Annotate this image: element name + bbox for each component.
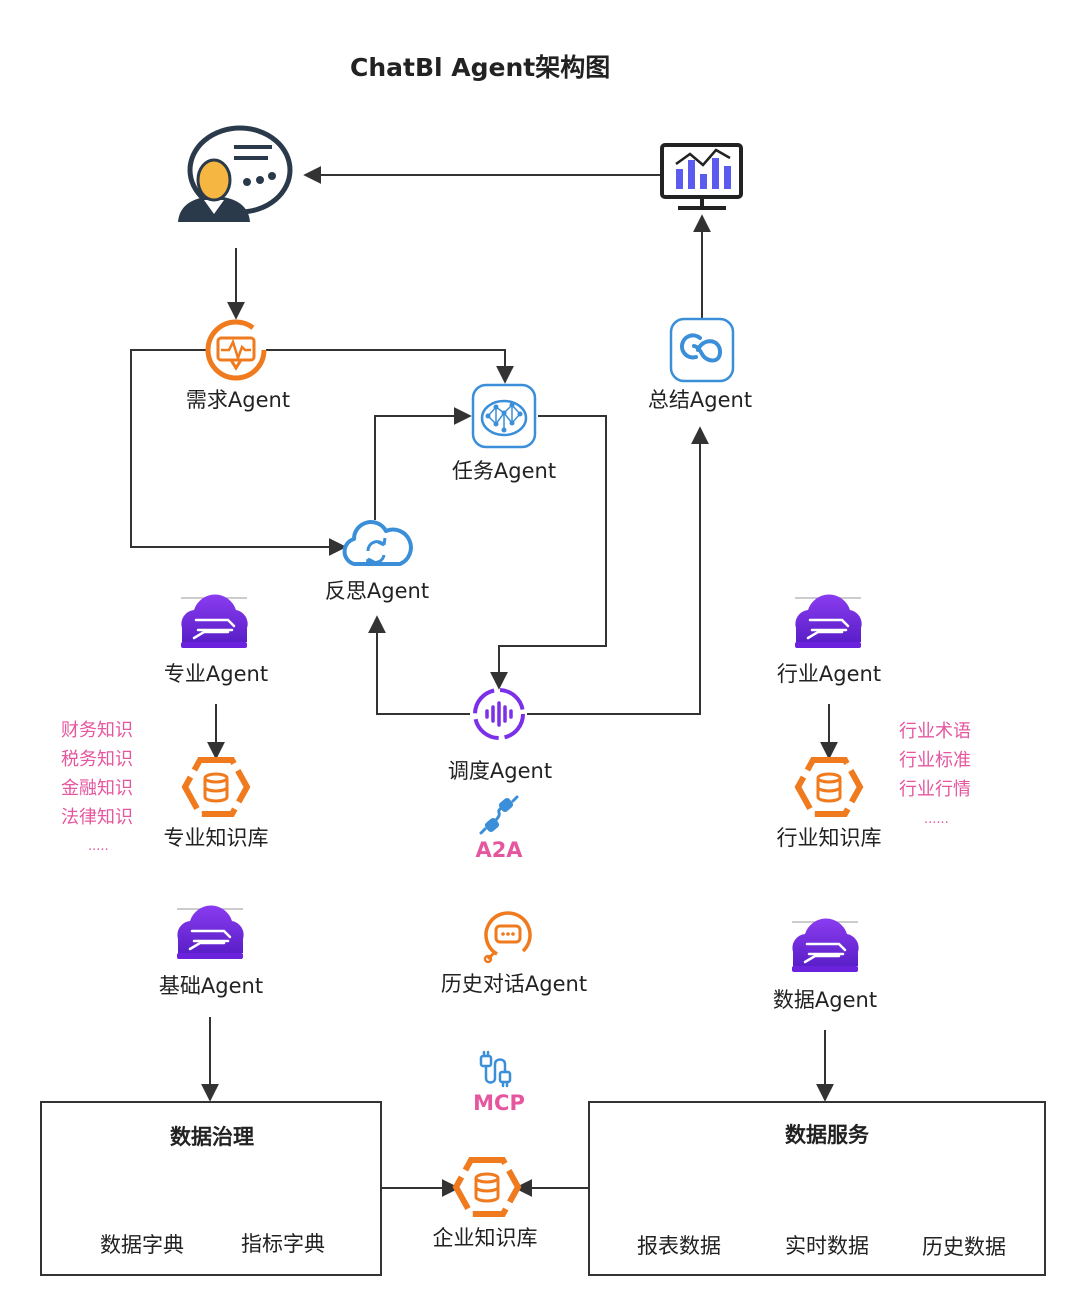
dispatch-agent-icon bbox=[473, 688, 525, 740]
demand-agent-label: 需求Agent bbox=[185, 388, 291, 412]
professional-kb-icon bbox=[181, 757, 251, 817]
data-governance-box: 数据治理 数据字典 指标字典 bbox=[40, 1101, 382, 1276]
history-agent-icon bbox=[483, 911, 532, 964]
arrow-demand-to-task bbox=[266, 349, 514, 384]
industry-agent-icon bbox=[795, 594, 862, 648]
professional-agent-icon bbox=[181, 594, 248, 648]
history-agent-label: 历史对话Agent bbox=[440, 972, 588, 996]
a2a-plug-icon bbox=[479, 795, 519, 835]
data-agent-label: 数据Agent bbox=[772, 988, 878, 1012]
report-monitor-icon bbox=[660, 143, 743, 210]
arrow-dispatch-to-summary bbox=[527, 426, 709, 715]
arrow-reflect-to-task bbox=[374, 407, 472, 520]
professional-topic: 法律知识 bbox=[61, 807, 133, 828]
industry-kb-icon bbox=[794, 757, 864, 817]
industry-topic: 行业行情 bbox=[899, 779, 971, 800]
data-service-title: 数据服务 bbox=[785, 1123, 869, 1147]
data-service-box: 数据服务 报表数据 实时数据 历史数据 bbox=[588, 1101, 1046, 1276]
industry-topic: 行业术语 bbox=[899, 721, 971, 742]
arrow-demand-to-reflect bbox=[130, 349, 347, 556]
industry-agent-label: 行业Agent bbox=[776, 662, 882, 686]
enterprise-kb-label: 企业知识库 bbox=[432, 1226, 538, 1250]
professional-topic-more: ..... bbox=[88, 839, 109, 854]
arrow-task-to-dispatch bbox=[490, 415, 607, 690]
task-agent-icon bbox=[471, 383, 537, 449]
industry-kb-label: 行业知识库 bbox=[776, 826, 882, 850]
mcp-plug-icon bbox=[479, 1050, 512, 1088]
demand-agent-icon bbox=[205, 319, 267, 381]
enterprise-kb-icon bbox=[452, 1157, 522, 1217]
metric-dictionary-label: 指标字典 bbox=[241, 1232, 325, 1256]
industry-topic: 行业标准 bbox=[899, 750, 971, 771]
professional-topic: 财务知识 bbox=[61, 720, 133, 741]
professional-kb-label: 专业知识库 bbox=[163, 826, 269, 850]
user-chat-icon bbox=[178, 125, 293, 222]
data-governance-title: 数据治理 bbox=[170, 1125, 254, 1149]
dispatch-agent-label: 调度Agent bbox=[447, 759, 553, 783]
connectors bbox=[130, 166, 838, 1197]
professional-topic: 金融知识 bbox=[61, 778, 133, 799]
basic-agent-label: 基础Agent bbox=[158, 974, 264, 998]
reflect-agent-label: 反思Agent bbox=[324, 579, 430, 603]
reflect-agent-icon bbox=[342, 520, 413, 567]
history-data-label: 历史数据 bbox=[922, 1235, 1006, 1259]
professional-agent-label: 专业Agent bbox=[163, 662, 269, 686]
report-data-label: 报表数据 bbox=[637, 1234, 721, 1258]
a2a-label: A2A bbox=[475, 838, 523, 862]
data-dictionary-label: 数据字典 bbox=[100, 1233, 184, 1257]
data-agent-icon bbox=[792, 918, 859, 972]
arrow-dispatch-to-reflect bbox=[368, 615, 470, 715]
summary-agent-label: 总结Agent bbox=[647, 388, 753, 412]
professional-topic: 税务知识 bbox=[61, 749, 133, 770]
realtime-data-label: 实时数据 bbox=[785, 1234, 869, 1258]
industry-topic-more: ...... bbox=[924, 812, 949, 827]
summary-agent-icon bbox=[669, 317, 735, 383]
task-agent-label: 任务Agent bbox=[451, 459, 557, 483]
mcp-label: MCP bbox=[473, 1091, 525, 1115]
diagram-title: ChatBl Agent架构图 bbox=[350, 53, 611, 82]
basic-agent-icon bbox=[177, 905, 244, 959]
